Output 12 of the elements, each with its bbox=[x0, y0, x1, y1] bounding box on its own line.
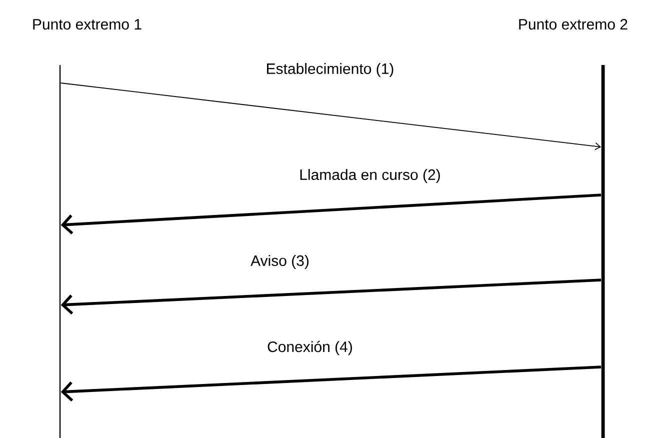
edge-label: Aviso (3) bbox=[250, 254, 310, 270]
arrow bbox=[60, 82, 602, 150]
edge-label: Llamada en curso (2) bbox=[298, 168, 442, 184]
arrow bbox=[60, 366, 602, 402]
lifeline: Punto extremo 2 bbox=[519, 18, 628, 438]
arrow bbox=[60, 278, 602, 315]
lifeline: Punto extremo 1 bbox=[33, 19, 142, 438]
edge-label: Conexión (4) bbox=[266, 340, 354, 356]
node-label: Punto extremo 2 bbox=[519, 18, 628, 30]
arrow bbox=[60, 194, 602, 234]
node-label: Punto extremo 1 bbox=[33, 19, 142, 30]
edge-label: Establecimiento (1) bbox=[264, 62, 396, 78]
